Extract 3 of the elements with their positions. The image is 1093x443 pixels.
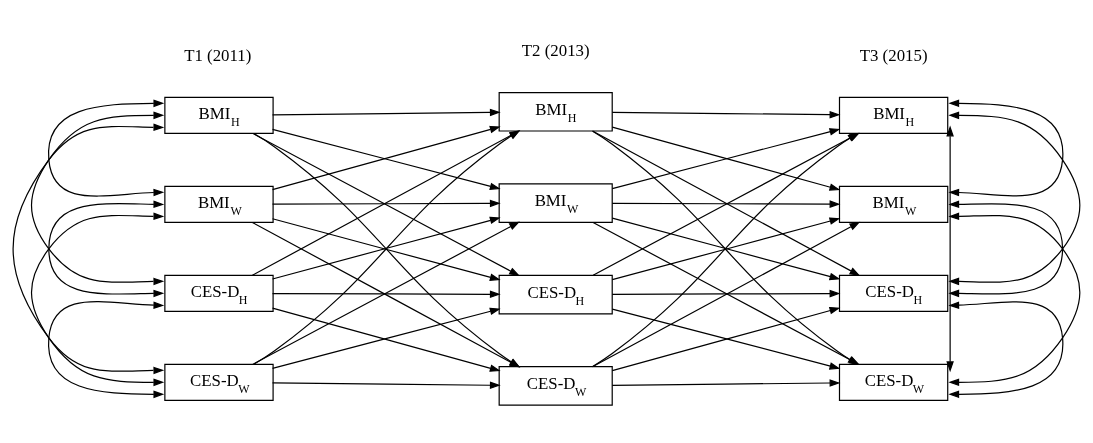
label: T2 (2013) (521, 41, 590, 61)
label: T3 (2015) (859, 45, 928, 65)
label: T1 (2011) (184, 45, 252, 65)
